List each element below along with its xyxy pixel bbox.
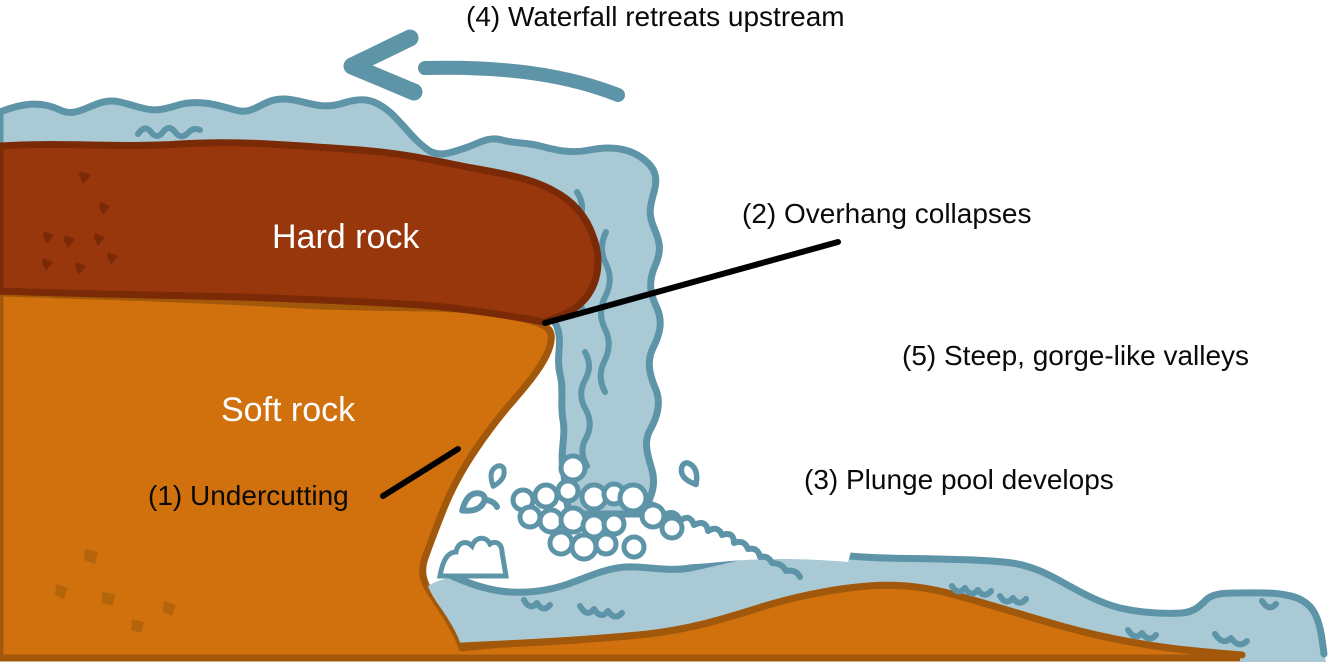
foam-bubble — [555, 478, 581, 504]
foam-bubble — [617, 482, 649, 514]
label-step-3: (3) Plunge pool develops — [804, 464, 1114, 495]
foam-bubble — [569, 532, 599, 562]
leader-line-undercutting — [380, 446, 461, 499]
label-step-2: (2) Overhang collapses — [742, 198, 1032, 229]
hard-rock-label: Hard rock — [272, 218, 420, 256]
hard-rock-speckles — [42, 171, 118, 275]
splash-droplet-icon — [488, 463, 507, 489]
foam-bubble — [558, 453, 588, 483]
foam-bubble — [639, 502, 667, 530]
retreat-arrow-icon — [343, 29, 625, 102]
plunge-pool-foam — [437, 453, 852, 580]
river-bed-outline — [458, 581, 1246, 659]
hard-rock-layer — [0, 139, 602, 326]
soft-rock-label: Soft rock — [221, 391, 356, 429]
splash-droplet-icon — [678, 460, 700, 488]
foam-bubble — [547, 529, 575, 557]
foam-bubble — [621, 534, 647, 560]
river-surface-squiggle — [135, 125, 203, 140]
waterfall-squiggle — [578, 349, 593, 469]
foam-bubble — [532, 482, 560, 510]
label-step-5: (5) Steep, gorge-like valleys — [902, 340, 1250, 371]
foam-bubble — [517, 504, 543, 530]
foam-mound-left — [437, 535, 509, 579]
splash-droplets — [459, 460, 700, 514]
splash-droplet-icon — [459, 490, 488, 514]
waterfall-squiggle — [597, 229, 613, 395]
pool-surface-outline — [448, 548, 1328, 658]
foam-bubble — [659, 515, 685, 541]
soft-rock-speckles — [55, 549, 176, 633]
label-step-1: (1) Undercutting — [148, 480, 349, 511]
foam-bubble — [593, 531, 619, 557]
foam-crest-right — [648, 504, 852, 565]
pool-wave-squiggles — [521, 583, 1279, 648]
leader-line-overhang — [542, 239, 841, 326]
label-step-4: (4) Waterfall retreats upstream — [466, 1, 845, 32]
foam-bubble — [601, 511, 627, 537]
splash-dash — [484, 497, 500, 510]
